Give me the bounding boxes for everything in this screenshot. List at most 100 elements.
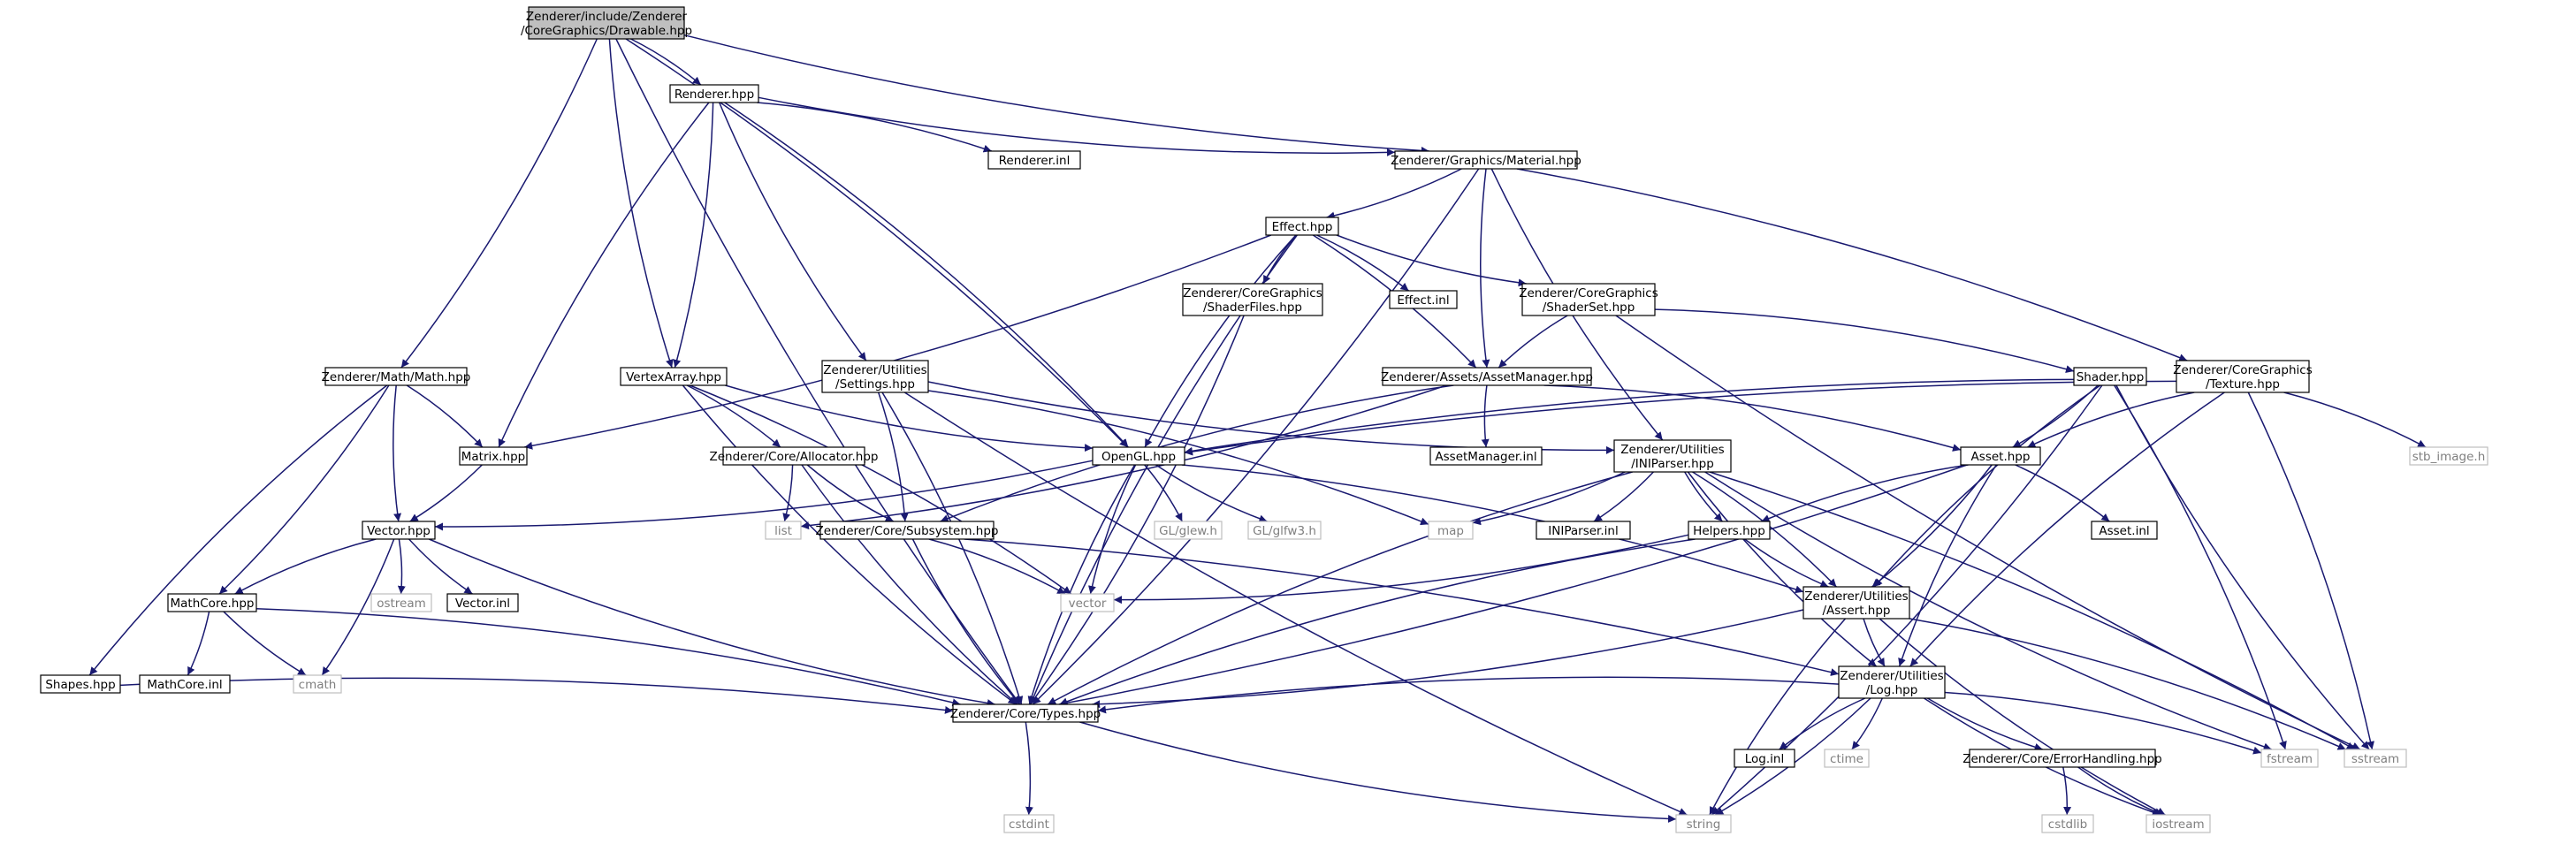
node-ctime: ctime (1824, 749, 1870, 768)
edge-layer (88, 34, 2427, 823)
edge-assetmanager-to-asset (1543, 384, 1962, 452)
node-cstdlib: cstdlib (2041, 814, 2094, 833)
edge-log-to-log_inl (1779, 697, 1866, 750)
node-stb_image: stb_image.h (2409, 446, 2488, 466)
node-box (1182, 283, 1323, 316)
edge-drawable-to-material (683, 34, 1429, 155)
edge-renderer-to-settings (719, 102, 867, 361)
edge-math-to-shapes (88, 384, 388, 676)
node-allocator[interactable]: Zenderer/Core/Allocator.hpp (710, 446, 879, 466)
edge-helpers-to-vector_std (1113, 534, 1689, 604)
node-material[interactable]: Zenderer/Graphics/Material.hpp (1391, 150, 1581, 170)
edge-shader-to-fstream (2114, 384, 2287, 750)
node-label: sstream (2351, 752, 2399, 766)
node-label: Renderer.hpp (674, 87, 754, 102)
node-label: /ShaderSet.hpp (1543, 300, 1635, 315)
node-matrix[interactable]: Matrix.hpp (459, 446, 528, 466)
node-math[interactable]: Zenderer/Math/Math.hpp (322, 367, 471, 386)
node-box (722, 446, 865, 466)
edge-material-to-texture (1516, 168, 2188, 361)
node-iniparser[interactable]: Zenderer/Utilities/INIParser.hpp (1613, 439, 1732, 473)
node-box (2409, 446, 2488, 466)
edge-mathcore-to-types (255, 608, 961, 707)
edge-assert-to-log (1863, 618, 1886, 667)
node-box (1521, 283, 1656, 316)
edge-vertexarray-to-types (682, 384, 1017, 705)
node-label: Matrix.hpp (461, 450, 526, 464)
edge-math-to-matrix (406, 384, 484, 448)
node-shapes[interactable]: Shapes.hpp (40, 674, 121, 694)
node-label: Zenderer/Utilities (1840, 669, 1943, 683)
node-helpers[interactable]: Helpers.hpp (1688, 521, 1771, 540)
node-renderer_inl[interactable]: Renderer.inl (987, 150, 1081, 170)
node-label: Log.inl (1745, 752, 1784, 766)
node-vector[interactable]: Vector.hpp (362, 521, 436, 540)
edge-renderer-to-vertexarray (673, 102, 714, 369)
node-label: MathCore.inl (147, 678, 222, 692)
node-log_inl[interactable]: Log.inl (1734, 749, 1795, 768)
node-vertexarray[interactable]: VertexArray.hpp (620, 367, 728, 386)
node-label: /Settings.hpp (835, 377, 915, 392)
edge-iniparser-to-types (1047, 471, 1633, 705)
node-shaderset[interactable]: Zenderer/CoreGraphics/ShaderSet.hpp (1519, 283, 1658, 316)
node-iniparser_inl[interactable]: INIParser.inl (1536, 521, 1631, 540)
node-assert[interactable]: Zenderer/Utilities/Assert.hpp (1802, 586, 1910, 620)
node-box (1960, 446, 2041, 466)
edge-types-to-cstdint (1025, 721, 1033, 816)
node-vector_inl[interactable]: Vector.inl (446, 593, 519, 612)
node-label: Zenderer/Utilities (823, 363, 926, 377)
node-renderer[interactable]: Renderer.hpp (669, 84, 759, 103)
node-box (765, 521, 802, 540)
node-shaderfiles[interactable]: Zenderer/CoreGraphics/ShaderFiles.hpp (1182, 283, 1323, 316)
node-assetmanager[interactable]: Zenderer/Assets/AssetManager.hpp (1381, 367, 1593, 386)
node-settings[interactable]: Zenderer/Utilities/Settings.hpp (821, 360, 929, 393)
node-effect[interactable]: Effect.hpp (1265, 217, 1339, 236)
node-drawable[interactable]: Zenderer/include/Zenderer/CoreGraphics/D… (521, 6, 692, 40)
edge-vector-to-cmath (321, 538, 395, 676)
node-errorhandling[interactable]: Zenderer/Core/ErrorHandling.hpp (1962, 749, 2162, 768)
node-asset_inl[interactable]: Asset.inl (2091, 521, 2158, 540)
node-asset[interactable]: Asset.hpp (1960, 446, 2041, 466)
node-subsystem[interactable]: Zenderer/Core/Subsystem.hpp (816, 521, 999, 540)
edge-vector-to-vector_inl (408, 538, 473, 595)
edge-texture-to-sstream (2247, 392, 2374, 750)
edge-allocator-to-subsystem (806, 464, 895, 522)
node-label: Asset.inl (2099, 524, 2149, 538)
node-mathcore[interactable]: MathCore.hpp (167, 593, 257, 612)
edge-effect-to-matrix (524, 234, 1272, 450)
node-types[interactable]: Zenderer/Core/Types.hpp (950, 703, 1101, 723)
node-string: string (1675, 814, 1732, 833)
edge-material-to-effect (1326, 168, 1462, 220)
node-box (1382, 367, 1592, 386)
edge-shader-to-sstream (2115, 384, 2370, 750)
edge-assetmanager-to-subsystem (940, 384, 1454, 522)
node-glfw3: GL/glfw3.h (1247, 521, 1322, 540)
node-label: fstream (2267, 752, 2313, 766)
node-label: /CoreGraphics/Drawable.hpp (521, 24, 692, 38)
edge-vector-to-mathcore (234, 538, 377, 595)
node-assetmanager_inl[interactable]: AssetManager.inl (1429, 446, 1543, 466)
edge-opengl-to-assert (1181, 464, 1804, 594)
node-label: Effect.inl (1397, 293, 1449, 308)
edge-allocator-to-list (782, 464, 794, 522)
edge-assert-to-iostream (1879, 618, 2166, 816)
node-label: Helpers.hpp (1693, 524, 1765, 538)
node-box (987, 150, 1081, 170)
node-mathcore_inl[interactable]: MathCore.inl (139, 674, 231, 694)
node-label: ctime (1830, 752, 1863, 766)
node-label: string (1687, 817, 1721, 832)
edge-subsystem-to-types (911, 538, 1021, 705)
node-box (1428, 521, 1474, 540)
node-opengl[interactable]: OpenGL.hpp (1092, 446, 1185, 466)
node-box (370, 593, 432, 612)
node-effect_inl[interactable]: Effect.inl (1389, 290, 1458, 309)
node-box (1969, 749, 2156, 768)
node-texture[interactable]: Zenderer/CoreGraphics/Texture.hpp (2173, 360, 2313, 393)
edge-mathcore-to-mathcore_inl (187, 611, 210, 676)
node-box (1675, 814, 1732, 833)
node-log[interactable]: Zenderer/Utilities/Log.hpp (1838, 665, 1946, 699)
node-box (1247, 521, 1322, 540)
node-shader[interactable]: Shader.hpp (2073, 367, 2147, 386)
node-box (669, 84, 759, 103)
node-label: Shader.hpp (2077, 370, 2145, 384)
